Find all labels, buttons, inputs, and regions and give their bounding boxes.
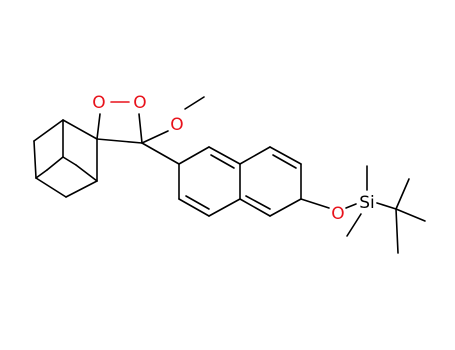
dioxetane-ring bbox=[96, 101, 143, 144]
silyl-ether-group bbox=[300, 165, 426, 254]
naphthalene-ring-system bbox=[178, 146, 302, 217]
methoxy-oxygen-label: O bbox=[170, 115, 183, 135]
adamantane-cage bbox=[33, 119, 98, 198]
aryl-bond bbox=[141, 142, 180, 165]
ether-oxygen-label: O bbox=[331, 204, 344, 224]
methoxy-group bbox=[141, 96, 205, 144]
peroxide-oxygen-label: O bbox=[92, 93, 105, 113]
silicon-label: Si bbox=[359, 193, 375, 213]
peroxide-oxygen-label: O bbox=[133, 93, 146, 113]
